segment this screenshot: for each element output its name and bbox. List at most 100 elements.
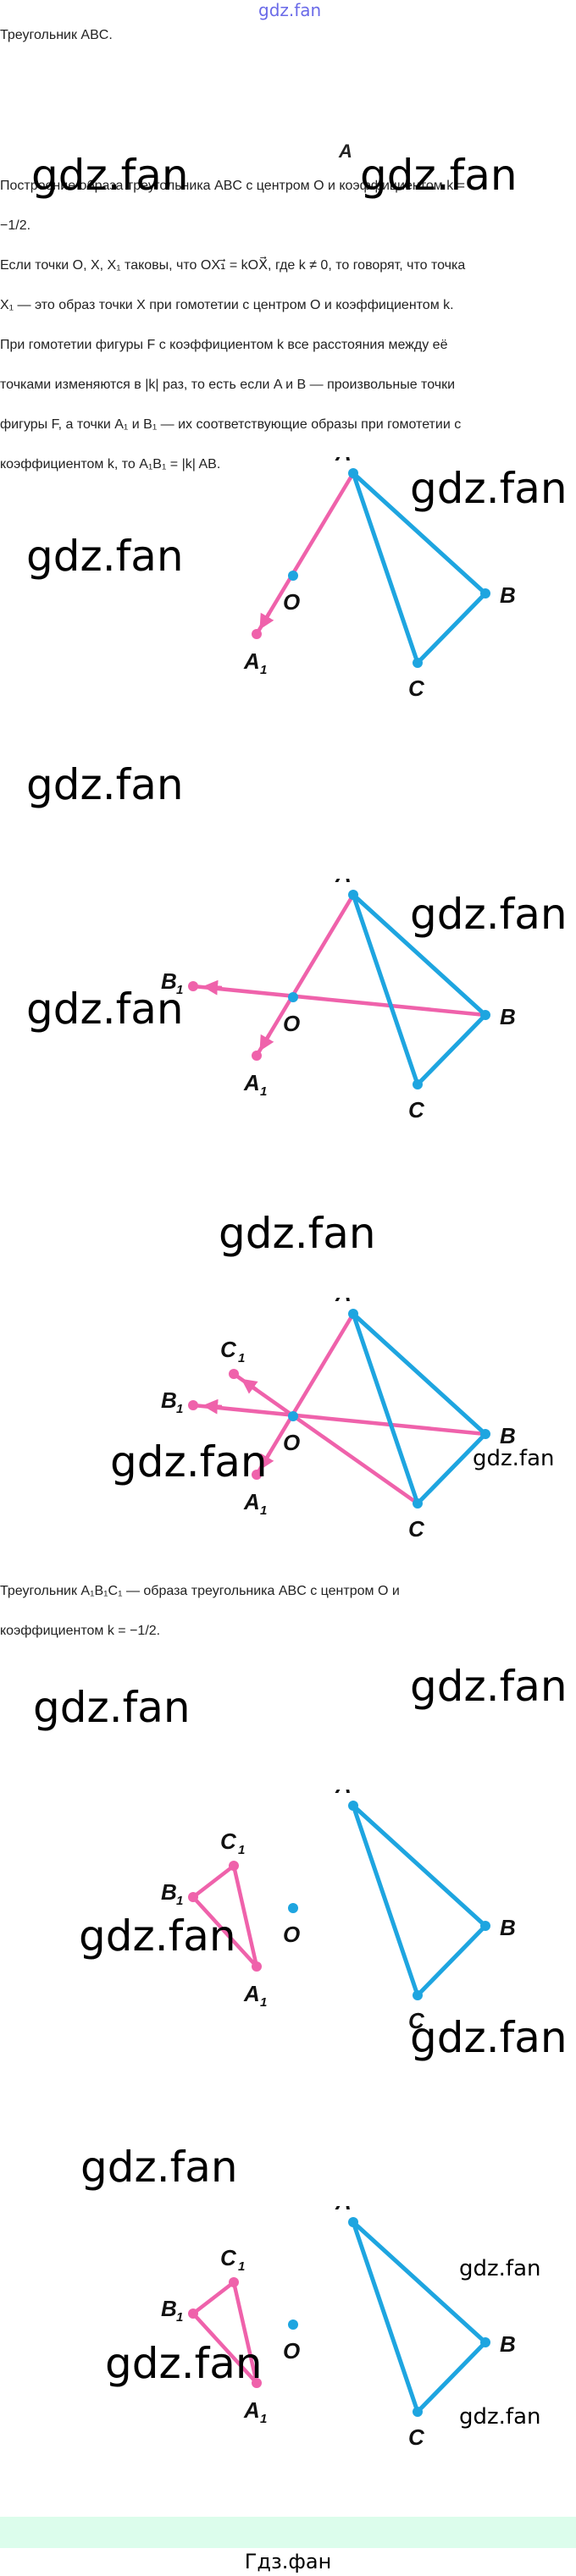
point-o <box>288 571 298 581</box>
arrow-b1 <box>202 1398 223 1415</box>
text-line: коэффициентом k, то A₁B₁ = |k| AB. <box>0 457 221 472</box>
original-point <box>288 2320 298 2330</box>
arrow-a1 <box>259 1033 274 1051</box>
original-point <box>413 1498 423 1509</box>
watermark: gdz.fan <box>80 2143 238 2192</box>
image-point <box>229 2277 239 2287</box>
label-b: B <box>500 1423 516 1448</box>
label-a1-sub: 1 <box>260 663 267 677</box>
segment-b-b1 <box>192 1403 486 1437</box>
image-point <box>252 1961 262 1972</box>
label-b: B <box>500 1915 516 1940</box>
segment-a-a1 <box>255 893 355 1057</box>
original-point <box>348 890 358 900</box>
label-b: B <box>500 2331 516 2357</box>
original-point <box>480 1921 490 1931</box>
label-a1: A <box>243 1070 260 1095</box>
label-c: C <box>408 2424 425 2450</box>
original-point <box>348 1309 358 1319</box>
label-c: C <box>408 1516 425 1542</box>
label-a1-sub: 1 <box>260 2412 267 2426</box>
label-a1-sub: 1 <box>260 1995 267 2010</box>
image-point <box>252 2378 262 2388</box>
triangle-abc <box>351 892 488 1087</box>
text-line: коэффициентом k = −1/2. <box>0 1624 161 1638</box>
watermark: gdz.fan <box>410 890 568 939</box>
arrow-a1 <box>259 611 274 630</box>
arrow-b1 <box>202 979 223 996</box>
original-point <box>480 1010 490 1020</box>
label-o: O <box>283 2338 300 2364</box>
watermark: gdz.fan <box>105 2339 263 2388</box>
diagram-step3: A B C O A1 B1 C1 <box>161 1298 516 1542</box>
label-o: O <box>283 1922 300 1947</box>
segment-a-a1 <box>255 1312 355 1476</box>
watermark: gdz.fan <box>33 1683 191 1732</box>
watermark: gdz.fan <box>459 2404 541 2430</box>
label-b1-sub: 1 <box>176 983 183 997</box>
diagram-step2: A B C O A1 B1 <box>161 879 516 1123</box>
original-point <box>480 1429 490 1439</box>
arrow-a1 <box>259 1452 274 1470</box>
label-a1-sub: 1 <box>260 1084 267 1099</box>
diagram-result: A B C O A1 B1 C1 <box>161 1790 516 2033</box>
label-b: B <box>500 582 516 608</box>
triangle-abc <box>351 1803 488 1998</box>
label-o: O <box>283 589 300 615</box>
watermark: gdz.fan <box>110 1437 268 1487</box>
original-point <box>288 1903 298 1913</box>
watermark: gdz.fan <box>410 1662 568 1711</box>
watermark: gdz.fan <box>31 151 189 200</box>
label-c: C <box>408 1097 425 1123</box>
paragraph-result: Треугольник A₁B₁C₁ — образа треугольника… <box>0 1571 576 1651</box>
image-point <box>252 1470 262 1480</box>
label-a1: A <box>243 648 260 674</box>
label-c1: C <box>220 1337 237 1362</box>
watermark: gdz.fan <box>410 2013 568 2062</box>
footer-text: Гдз.фан <box>244 2550 332 2573</box>
watermark: gdz.fan <box>219 1209 376 1258</box>
text-line: −1/2. <box>0 218 31 233</box>
label-c: C <box>408 2008 425 2033</box>
label-b1-sub: 1 <box>176 1402 183 1416</box>
paragraph-homothety: Построение образа треугольника ABC с цен… <box>0 166 576 484</box>
label-a: A <box>335 1790 352 1798</box>
arrow-c1 <box>241 1378 258 1394</box>
label-b1: B <box>161 1879 177 1905</box>
watermark: gdz.fan <box>473 1446 555 1471</box>
original-point <box>413 2407 423 2417</box>
image-point <box>188 2308 198 2319</box>
triangle-abc <box>351 1311 488 1506</box>
original-point <box>413 1990 423 2000</box>
watermark: gdz.fan <box>360 151 518 200</box>
segment-a-a1 <box>255 472 355 636</box>
image-point <box>188 1892 198 1902</box>
label-b: B <box>500 1004 516 1029</box>
label-c1-sub: 1 <box>238 2259 245 2274</box>
label-c1-sub: 1 <box>238 1351 245 1365</box>
label-c1-sub: 1 <box>238 1843 245 1857</box>
label-b1: B <box>161 968 177 994</box>
text-line: Треугольник A₁B₁C₁ — образа треугольника… <box>0 1584 400 1598</box>
text-line: При гомотетии фигуры F с коэффициентом k… <box>0 338 448 352</box>
label-a1: A <box>243 1981 260 2006</box>
text-line: Построение образа треугольника ABC с цен… <box>0 179 465 193</box>
image-point <box>229 1369 239 1379</box>
triangle-abc <box>351 471 488 665</box>
label-a: A <box>335 2206 352 2215</box>
label-b1: B <box>161 1387 177 1413</box>
original-point <box>288 1411 298 1421</box>
text-line: точками изменяются в |k| раз, то есть ес… <box>0 378 456 392</box>
text-line: X₁ — это образ точки X при гомотетии с ц… <box>0 298 454 312</box>
footer-band <box>0 2517 576 2548</box>
point-a <box>348 468 358 478</box>
image-point <box>229 1861 239 1871</box>
label-c: C <box>408 676 425 701</box>
image-point <box>188 981 198 991</box>
label-a1-sub: 1 <box>260 1503 267 1518</box>
point-c <box>413 658 423 668</box>
original-point <box>348 2217 358 2227</box>
original-point <box>480 2337 490 2347</box>
point-b <box>480 588 490 598</box>
stray-label-a: A <box>339 141 352 162</box>
